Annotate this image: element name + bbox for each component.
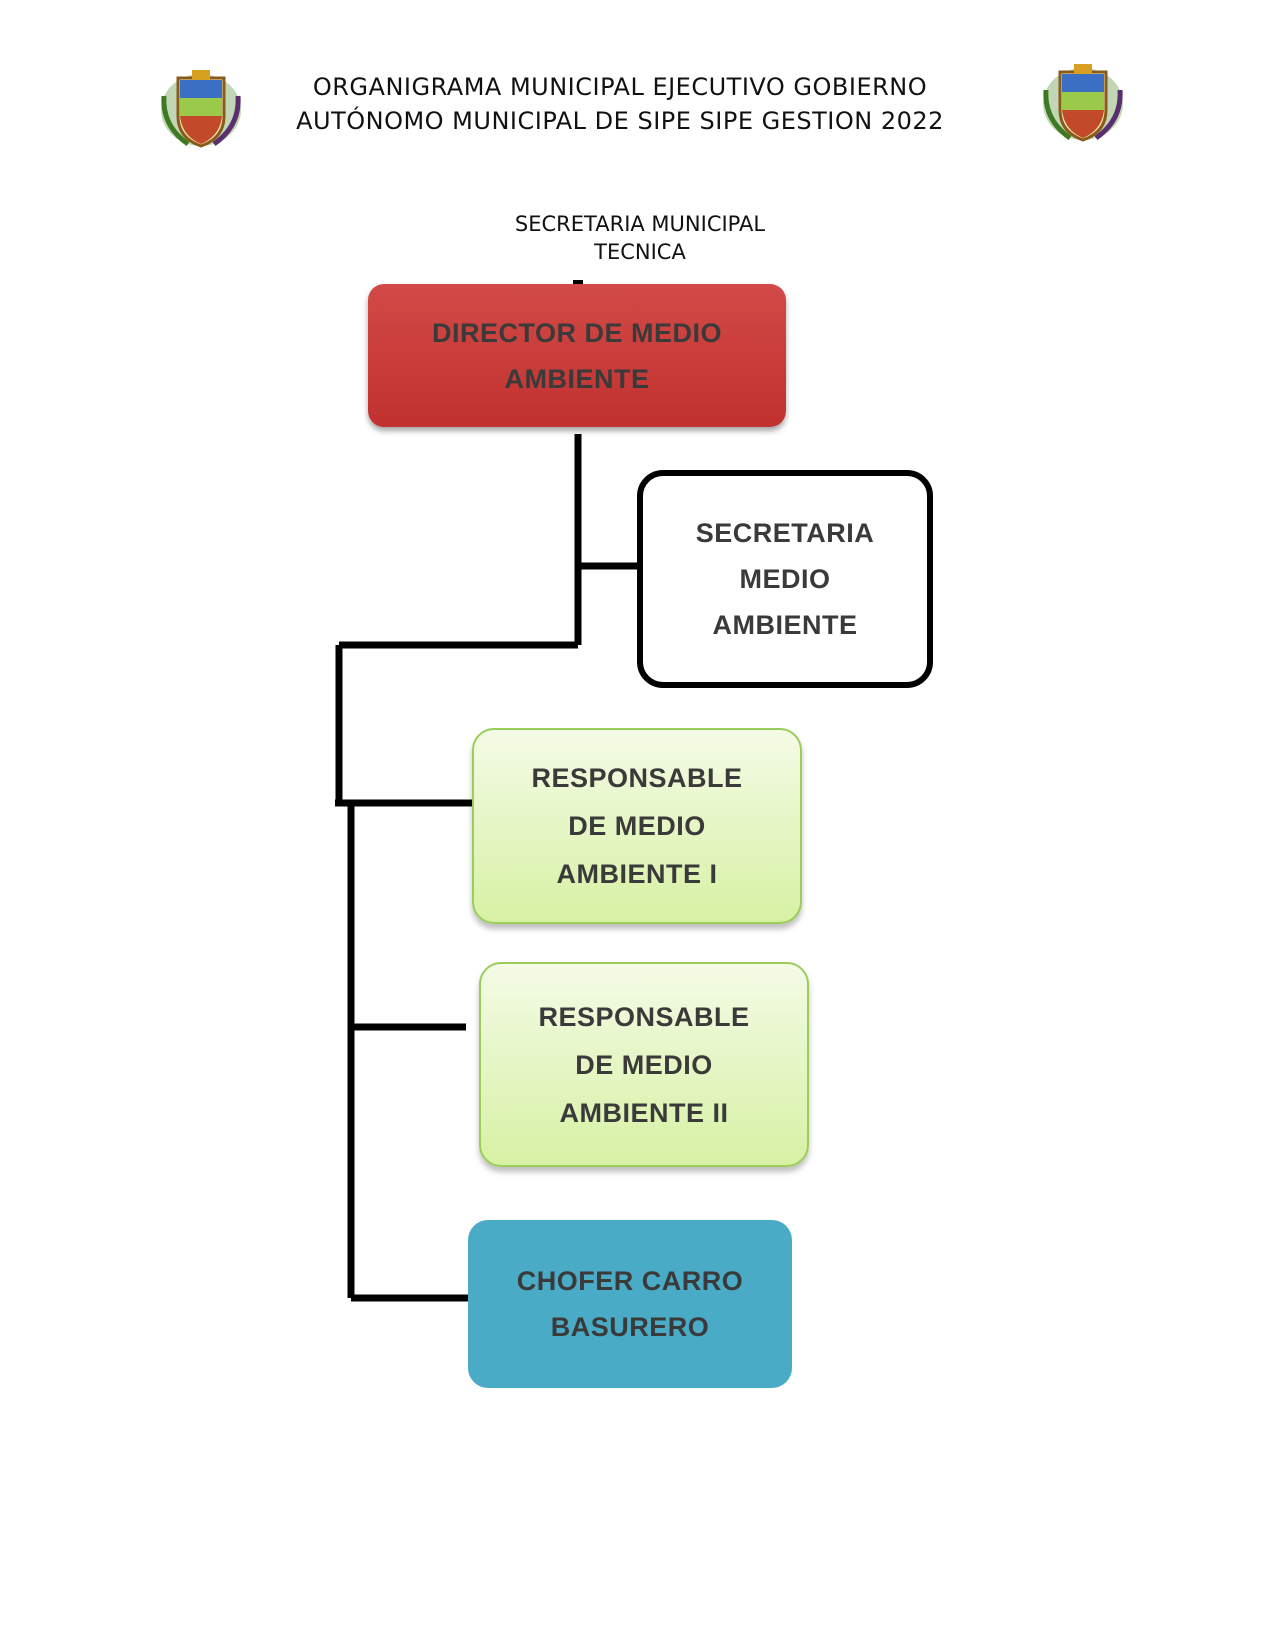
parent-unit-line-2: TECNICA: [594, 240, 686, 264]
driver-node: CHOFER CARRO BASURERO: [468, 1220, 792, 1388]
title-line-2: AUTÓNOMO MUNICIPAL DE SIPE SIPE GESTION …: [296, 107, 944, 135]
municipal-crest-icon: [161, 70, 241, 148]
parent-unit-label: SECRETARIA MUNICIPAL TECNICA: [440, 210, 840, 266]
responsible-2-node: RESPONSABLE DE MEDIO AMBIENTE II: [479, 962, 809, 1167]
page-title: ORGANIGRAMA MUNICIPAL EJECUTIVO GOBIERNO…: [250, 70, 990, 138]
director-node: DIRECTOR DE MEDIO AMBIENTE: [368, 284, 786, 427]
title-line-1: ORGANIGRAMA MUNICIPAL EJECUTIVO GOBIERNO: [312, 73, 928, 101]
municipal-crest-icon: [1043, 64, 1123, 142]
connector-trunk: [335, 645, 355, 1298]
responsible-1-node: RESPONSABLE DE MEDIO AMBIENTE I: [472, 728, 802, 924]
secretary-node: SECRETARIA MEDIO AMBIENTE: [637, 470, 933, 688]
parent-unit-line-1: SECRETARIA MUNICIPAL: [514, 212, 766, 236]
